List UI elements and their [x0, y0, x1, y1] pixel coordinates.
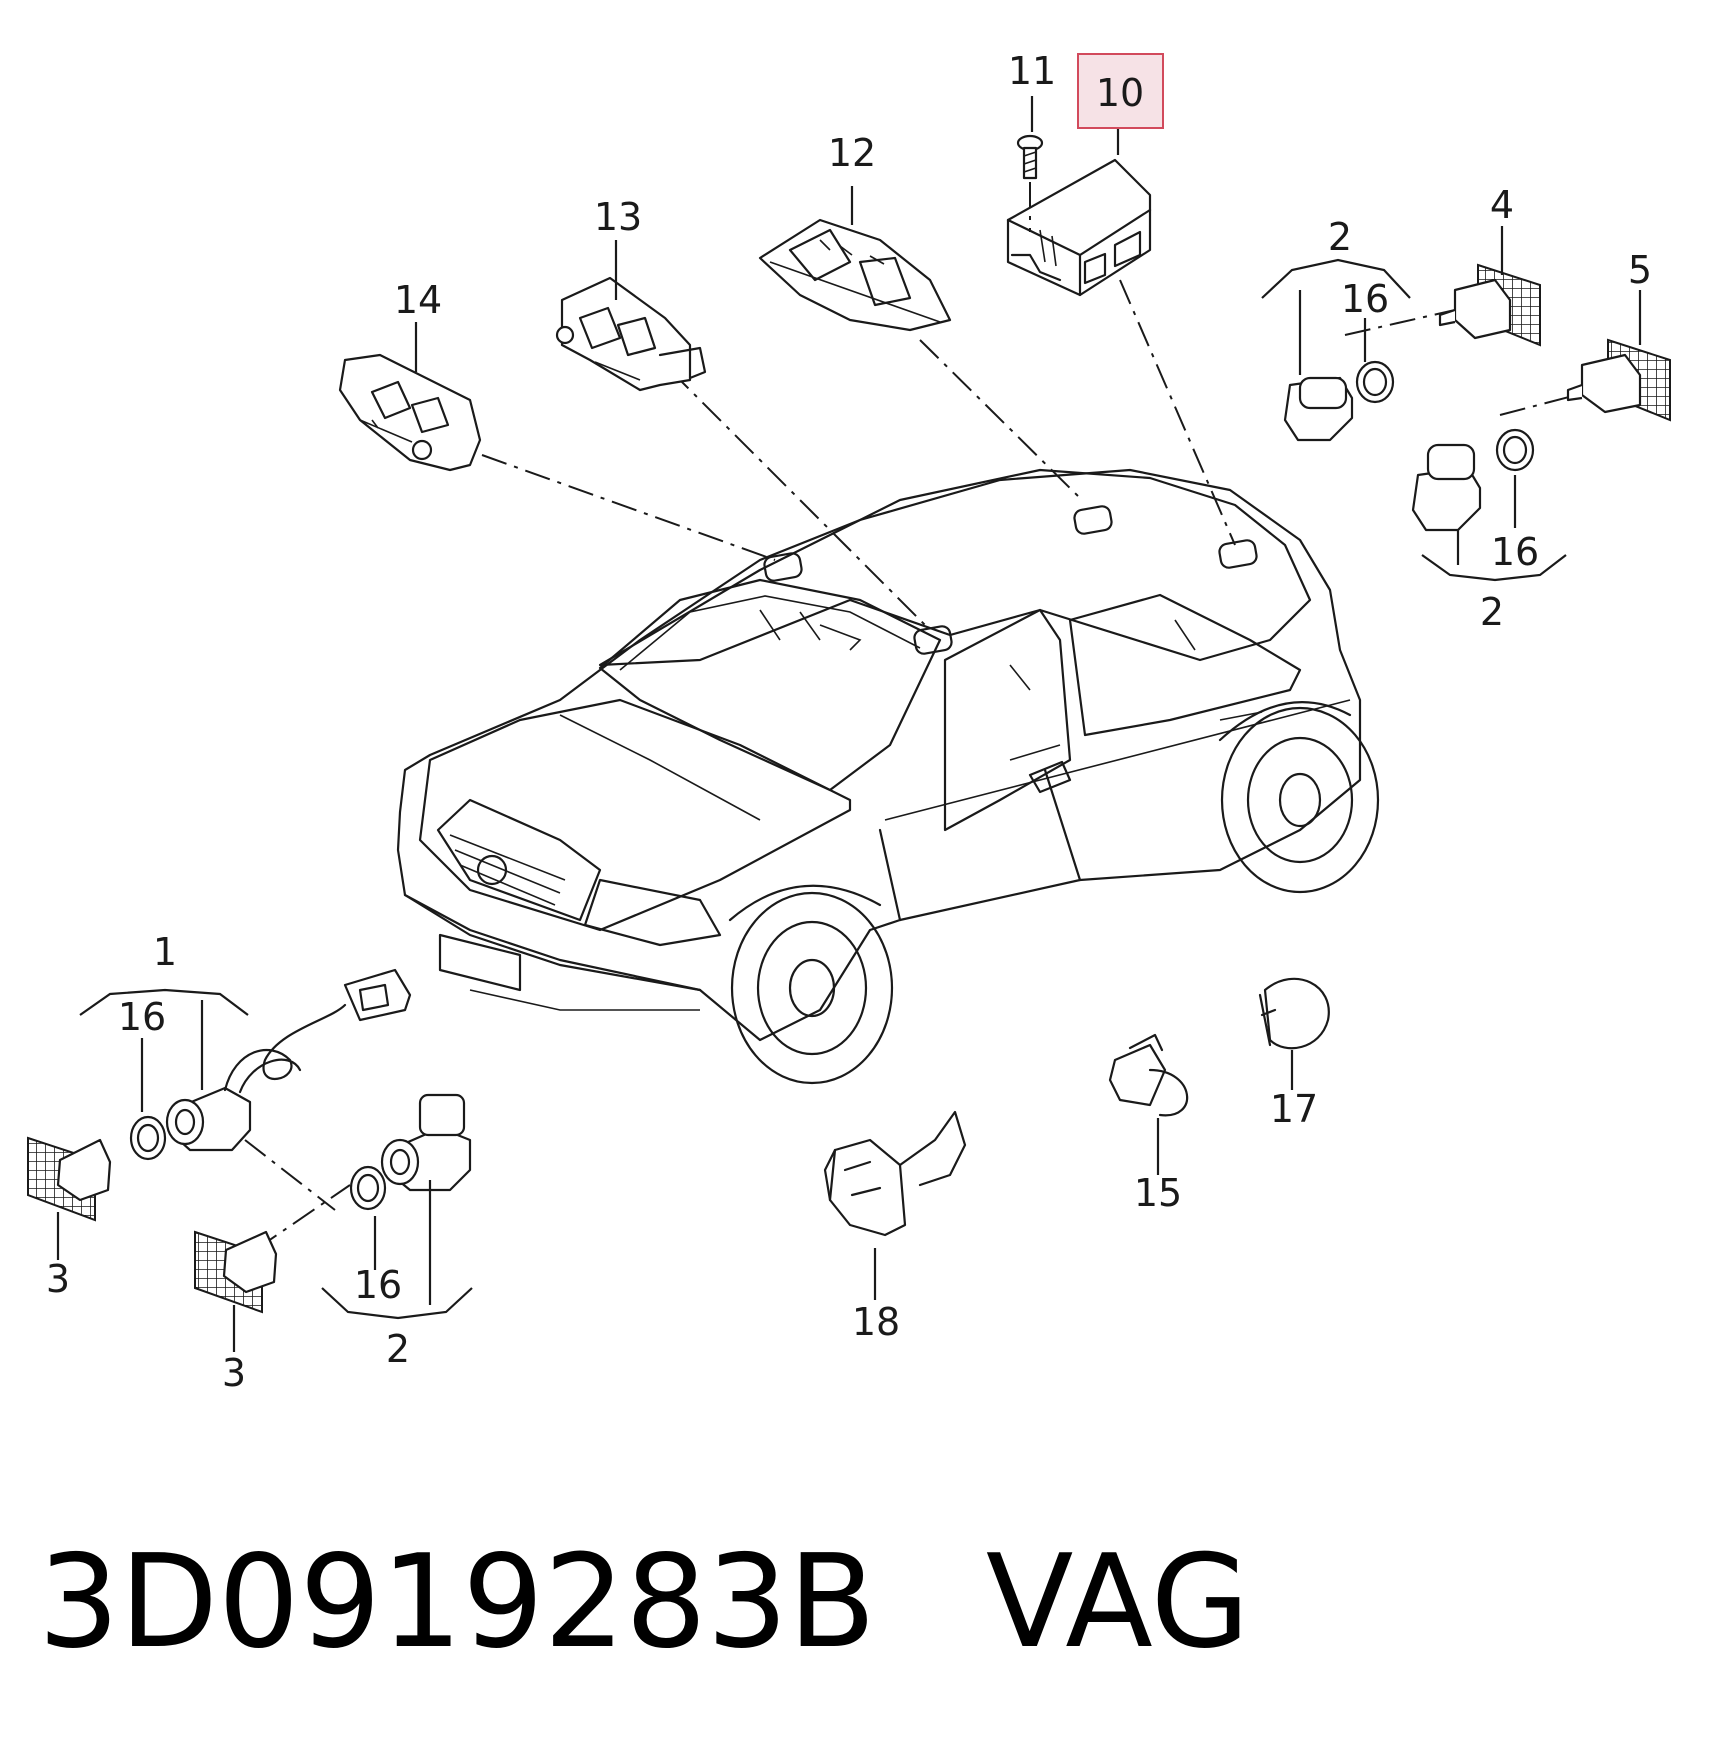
part-sensor-front-1: [165, 968, 412, 1152]
part-bracket-3a: [27, 1136, 112, 1222]
callout-16-bottom: 16: [354, 1263, 402, 1307]
brand-name: VAG: [985, 1528, 1250, 1677]
part-screw: [1016, 134, 1044, 232]
part-caption: 3D0919283B VAG: [38, 1528, 1250, 1677]
callout-leaders: [56, 96, 1642, 1352]
part-bracket-5: [1566, 338, 1671, 422]
callout-16-top: 16: [1341, 277, 1389, 321]
callout-18: 18: [852, 1300, 900, 1344]
part-roof-trim: [758, 218, 952, 332]
part-bracket-3b: [194, 1230, 278, 1314]
callout-11: 11: [1008, 49, 1056, 93]
callout-2-bottom: 2: [386, 1327, 410, 1371]
part-seal-front-b: [349, 1165, 387, 1211]
callout-14: 14: [394, 278, 442, 322]
callout-numbers: 10 11 12 13 14 2 16 4 5 16 2 1 16 3 3 16…: [46, 49, 1652, 1395]
part-number: 3D0919283B: [38, 1528, 876, 1677]
callout-4: 4: [1490, 183, 1514, 227]
part-holder-18: [823, 1110, 967, 1237]
callout-13: 13: [594, 195, 642, 239]
callout-17: 17: [1270, 1087, 1318, 1131]
part-sensor-front-2: [380, 1093, 472, 1192]
part-sensor-right-top: [1283, 360, 1395, 442]
callout-2-right: 2: [1480, 590, 1504, 634]
callout-3-bottom: 3: [222, 1351, 246, 1395]
part-seal-front-a: [129, 1115, 167, 1161]
callout-2-top: 2: [1328, 215, 1352, 259]
callout-3-left: 3: [46, 1257, 70, 1301]
callout-16-left: 16: [118, 995, 166, 1039]
callout-16-right: 16: [1491, 530, 1539, 574]
part-bracket-4: [1438, 263, 1541, 347]
part-control-unit: [1006, 158, 1152, 297]
car-illustration: [396, 468, 1380, 1085]
callout-1: 1: [153, 930, 177, 974]
part-sensor-right-bottom: [1411, 428, 1535, 532]
callout-5: 5: [1628, 248, 1652, 292]
highlight-box: [1077, 53, 1164, 129]
part-mount-14: [338, 353, 482, 472]
part-mount-13: [555, 276, 707, 392]
part-clip-15: [1108, 1033, 1189, 1117]
callout-15: 15: [1134, 1171, 1182, 1215]
part-cap-17: [1258, 977, 1330, 1050]
callout-12: 12: [828, 131, 876, 175]
callout-10: 10: [1096, 71, 1144, 115]
